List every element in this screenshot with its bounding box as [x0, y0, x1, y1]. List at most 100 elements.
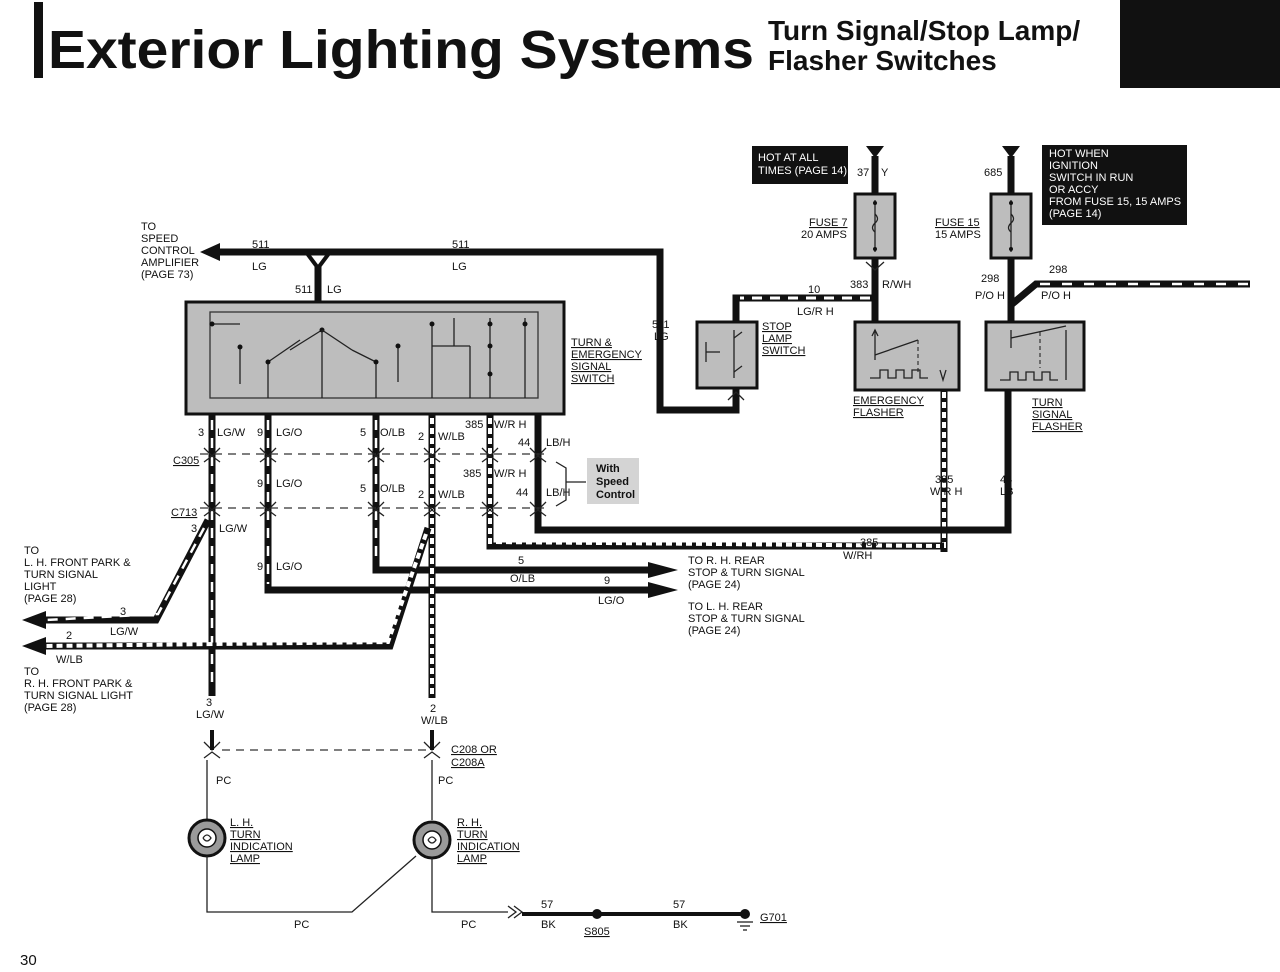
svg-text:PC: PC [294, 919, 309, 931]
page-subtitle-line2: Flasher Switches [768, 45, 997, 76]
svg-text:R/WH: R/WH [882, 279, 911, 291]
svg-text:LG: LG [252, 261, 267, 273]
svg-text:L. H. FRONT PARK &: L. H. FRONT PARK & [24, 557, 131, 569]
svg-text:TO L. H. REAR: TO L. H. REAR [688, 601, 763, 613]
svg-text:LB/H: LB/H [546, 437, 571, 449]
svg-text:383: 383 [850, 279, 868, 291]
emergency-flasher [853, 320, 961, 392]
svg-text:(PAGE 73): (PAGE 73) [141, 269, 193, 281]
svg-text:LG/O: LG/O [276, 561, 303, 573]
svg-text:LG/W: LG/W [110, 626, 139, 638]
ground-g701 [737, 909, 753, 931]
svg-text:15 AMPS: 15 AMPS [935, 229, 981, 241]
stop-lamp-switch [695, 320, 759, 390]
turn-signal-flasher [984, 320, 1086, 392]
svg-text:LG/W: LG/W [217, 427, 246, 439]
fuse-15 [989, 192, 1033, 260]
svg-text:O/LB: O/LB [380, 427, 405, 439]
svg-text:LG/R H: LG/R H [797, 306, 834, 318]
power-arrow-37 [866, 146, 884, 158]
turn-emergency-switch-label: TURN & [571, 337, 613, 349]
svg-text:9: 9 [604, 575, 610, 587]
svg-text:44: 44 [1000, 474, 1012, 486]
svg-text:G701: G701 [760, 912, 787, 924]
svg-text:FLASHER: FLASHER [853, 407, 904, 419]
svg-text:3: 3 [198, 427, 204, 439]
stop-lamp-switch-label: STOP [762, 321, 792, 333]
svg-text:5: 5 [360, 483, 366, 495]
svg-text:511: 511 [252, 239, 270, 251]
to-rh-front-note: TO R. H. FRONT PARK & TURN SIGNAL LIGHT … [24, 666, 133, 714]
svg-text:385: 385 [935, 474, 953, 486]
svg-text:SWITCH: SWITCH [571, 373, 614, 385]
svg-text:W/R H: W/R H [930, 486, 962, 498]
svg-text:W/R H: W/R H [494, 419, 526, 431]
svg-text:LB/H: LB/H [546, 487, 571, 499]
svg-text:LAMP: LAMP [762, 333, 792, 345]
svg-text:R. H. FRONT PARK &: R. H. FRONT PARK & [24, 678, 133, 690]
svg-text:FROM FUSE 15, 15 AMPS: FROM FUSE 15, 15 AMPS [1049, 196, 1181, 208]
svg-text:TO: TO [24, 545, 40, 557]
svg-text:TO: TO [141, 221, 157, 233]
svg-text:W/LB: W/LB [438, 431, 465, 443]
svg-text:298: 298 [1049, 264, 1067, 276]
svg-text:HOT WHEN: HOT WHEN [1049, 148, 1109, 160]
svg-text:TURN: TURN [457, 829, 488, 841]
to-lh-front-note: TO L. H. FRONT PARK & TURN SIGNAL LIGHT … [24, 545, 131, 605]
svg-text:9: 9 [257, 427, 263, 439]
svg-text:20 AMPS: 20 AMPS [801, 229, 847, 241]
svg-text:SWITCH: SWITCH [762, 345, 805, 357]
svg-text:Y: Y [881, 167, 889, 179]
svg-text:STOP & TURN SIGNAL: STOP & TURN SIGNAL [688, 567, 805, 579]
to-rh-rear-note: TO R. H. REAR STOP & TURN SIGNAL (PAGE 2… [688, 555, 805, 591]
svg-text:3: 3 [191, 523, 197, 535]
connector-c305: C305 [173, 455, 199, 467]
svg-text:44: 44 [516, 487, 528, 499]
svg-text:C208A: C208A [451, 757, 485, 769]
svg-text:511: 511 [652, 319, 670, 331]
svg-text:INDICATION: INDICATION [457, 841, 520, 853]
header-right-block [1120, 0, 1280, 88]
svg-text:385: 385 [860, 537, 878, 549]
svg-text:SIGNAL: SIGNAL [1032, 409, 1072, 421]
svg-text:AMPLIFIER: AMPLIFIER [141, 257, 199, 269]
svg-text:5: 5 [518, 555, 524, 567]
svg-text:LAMP: LAMP [457, 853, 487, 865]
page-subtitle-line1: Turn Signal/Stop Lamp/ [768, 15, 1080, 46]
lh-turn-indication-lamp [187, 818, 227, 858]
svg-text:W/R H: W/R H [494, 468, 526, 480]
svg-text:P/O H: P/O H [1041, 290, 1071, 302]
svg-text:With: With [596, 463, 620, 475]
svg-text:LG/W: LG/W [196, 709, 225, 721]
connector-c208: C208 OR [451, 744, 497, 756]
svg-text:R. H.: R. H. [457, 817, 482, 829]
hot-when-ignition-note: HOT WHEN IGNITION SWITCH IN RUN OR ACCY … [1042, 145, 1187, 225]
svg-text:BK: BK [673, 919, 688, 931]
fuse-7-label: FUSE 7 [809, 217, 848, 229]
svg-text:HOT AT ALL: HOT AT ALL [758, 152, 819, 164]
svg-text:IGNITION: IGNITION [1049, 160, 1098, 172]
svg-text:TURN SIGNAL: TURN SIGNAL [24, 569, 98, 581]
svg-text:3: 3 [120, 606, 126, 618]
fuse-15-label: FUSE 15 [935, 217, 980, 229]
svg-text:TO: TO [24, 666, 40, 678]
svg-text:TIMES (PAGE 14): TIMES (PAGE 14) [758, 165, 847, 177]
svg-text:57: 57 [541, 899, 553, 911]
svg-text:(PAGE 28): (PAGE 28) [24, 593, 76, 605]
svg-text:W/RH: W/RH [843, 550, 872, 562]
svg-text:TURN: TURN [230, 829, 261, 841]
svg-text:(PAGE 24): (PAGE 24) [688, 579, 740, 591]
svg-text:O/LB: O/LB [380, 483, 405, 495]
svg-text:2: 2 [66, 630, 72, 642]
svg-text:3: 3 [206, 697, 212, 709]
svg-text:Speed: Speed [596, 476, 629, 488]
power-arrow-685 [1002, 146, 1020, 158]
to-lh-rear-note: TO L. H. REAR STOP & TURN SIGNAL (PAGE 2… [688, 601, 805, 637]
svg-text:298: 298 [981, 273, 999, 285]
svg-text:Control: Control [596, 489, 635, 501]
svg-text:PC: PC [461, 919, 476, 931]
svg-text:511: 511 [295, 284, 313, 296]
svg-text:9: 9 [257, 478, 263, 490]
svg-text:BK: BK [541, 919, 556, 931]
